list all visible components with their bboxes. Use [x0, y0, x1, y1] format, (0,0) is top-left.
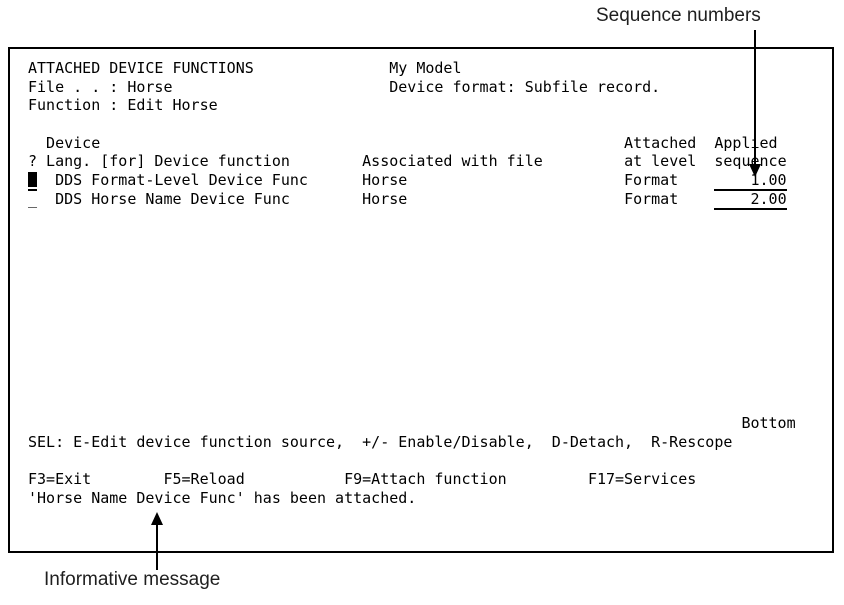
screen-text: Format	[624, 171, 679, 190]
screen-line: ? Lang. [for] Device function Associated…	[28, 152, 832, 171]
screen-line: Function : Edit Horse	[28, 96, 832, 115]
screen-text: My Model	[389, 59, 462, 77]
screen-text: at level sequence	[624, 152, 787, 171]
screen-text	[173, 78, 390, 96]
screen-text: F17=Services	[587, 470, 697, 489]
screen-text: Edit Horse	[127, 96, 218, 115]
screen-text: Horse	[362, 171, 408, 190]
screen-text	[245, 470, 344, 488]
screen-text: 'Horse Name Device Func' has been attach…	[28, 488, 417, 507]
screen-line	[28, 339, 832, 358]
screen-line: SEL: E-Edit device function source, +/- …	[28, 433, 832, 452]
screen-text: F5=Reload	[163, 470, 245, 489]
screen-text	[407, 171, 624, 189]
screen-text: SEL:	[28, 432, 74, 451]
screen-line: DDS Format-Level Device Func Horse Forma…	[28, 171, 832, 192]
screen-line: F3=Exit F5=Reload F9=Attach function F17…	[28, 470, 832, 489]
screen-text	[91, 470, 163, 488]
screen-text: Function :	[28, 96, 128, 115]
sequence-callout-line	[754, 30, 756, 166]
screen-text: Horse	[127, 77, 173, 96]
screen-text: Associated with file	[362, 152, 543, 171]
screen-text: Bottom	[741, 414, 796, 433]
screen-text	[678, 171, 714, 189]
informative-callout-line	[156, 524, 158, 570]
screen-text: Device format:	[389, 77, 525, 96]
screen-text: File . . :	[28, 77, 128, 96]
sequence-numbers-callout-label: Sequence numbers	[596, 5, 761, 26]
sequence-arrow-down-icon	[749, 164, 761, 177]
screen-line	[28, 115, 832, 134]
screen-text: Format	[624, 189, 679, 208]
screen-text	[254, 59, 389, 77]
cursor-selection-field[interactable]	[28, 172, 37, 192]
screen-text: Horse	[362, 189, 408, 208]
screen-text: ? Lang. [for] Device function	[28, 152, 290, 171]
screen-text	[290, 190, 362, 208]
screen-text	[507, 470, 588, 488]
screen-line: ATTACHED DEVICE FUNCTIONS My Model	[28, 59, 832, 78]
screen-line: Device Attached Applied	[28, 134, 832, 153]
screen-text	[290, 152, 362, 170]
screen-line	[28, 227, 832, 246]
screen-text: ATTACHED DEVICE FUNCTIONS	[28, 59, 254, 77]
selection-field[interactable]: _	[28, 189, 38, 208]
screen-text	[37, 171, 55, 189]
screen-line	[28, 265, 832, 284]
informative-message-callout-label: Informative message	[44, 569, 221, 590]
screen-text: Subfile record.	[524, 77, 661, 96]
screen-line	[28, 283, 832, 302]
screen-line	[28, 246, 832, 265]
screen-text	[37, 190, 55, 208]
informative-arrow-up-icon	[151, 512, 163, 525]
screen-text: DDS Horse Name Device Func	[55, 189, 290, 208]
screen-text	[407, 190, 624, 208]
screen-text	[28, 414, 741, 432]
screen-line: _ DDS Horse Name Device Func Horse Forma…	[28, 189, 832, 210]
screen-line: 'Horse Name Device Func' has been attach…	[28, 489, 832, 508]
screen-line: File . . : Horse Device format: Subfile …	[28, 78, 832, 97]
screen-line	[28, 321, 832, 340]
screen-line	[28, 209, 832, 228]
screen-text	[308, 171, 362, 189]
screen-line	[28, 358, 832, 377]
applied-sequence-input[interactable]: 2.00	[714, 189, 787, 210]
screen-text: Device	[28, 133, 101, 152]
screen-text	[100, 134, 624, 152]
screen-text: DDS Format-Level Device Func	[55, 171, 308, 190]
screen-line: Bottom	[28, 414, 832, 433]
screen-line	[28, 302, 832, 321]
screen-text: Attached Applied	[624, 133, 778, 152]
screen-text: F3=Exit	[28, 470, 92, 489]
screen-text: E-Edit device function source, +/- Enabl…	[73, 432, 733, 451]
screen-text: F9=Attach function	[344, 470, 507, 489]
screen-line	[28, 377, 832, 396]
screen-text	[678, 190, 714, 208]
screen-line	[28, 395, 832, 414]
screen-line	[28, 451, 832, 470]
screen-text	[543, 152, 624, 170]
